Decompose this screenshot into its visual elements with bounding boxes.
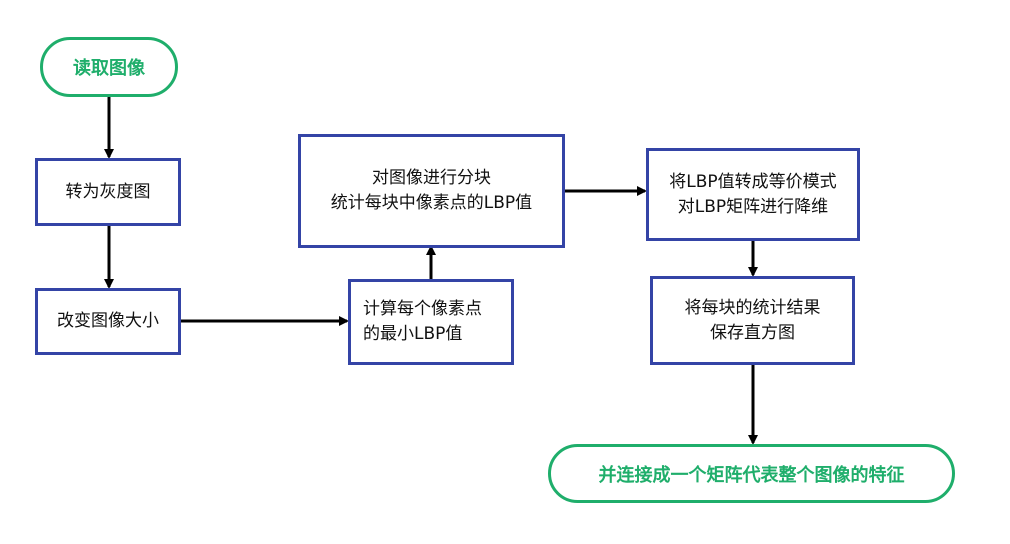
resize-label: 改变图像大小	[57, 311, 159, 332]
start-node: 读取图像	[40, 37, 178, 97]
save-histogram-line-2: 保存直方图	[710, 322, 795, 343]
equivalent-mode-line-1: 将LBP值转成等价模式	[669, 171, 837, 192]
end-node: 并连接成一个矩阵代表整个图像的特征	[548, 444, 955, 503]
grayscale-label: 转为灰度图	[65, 181, 151, 202]
compute-min-lbp-line-1: 计算每个像素点	[363, 299, 482, 320]
compute-min-lbp-step: 计算每个像素点 的最小LBP值	[348, 279, 514, 365]
end-label: 并连接成一个矩阵代表整个图像的特征	[598, 464, 905, 486]
block-stats-line-2: 统计每块中像素点的LBP值	[330, 193, 533, 213]
resize-step: 改变图像大小	[35, 288, 181, 355]
block-stats-step: 对图像进行分块 统计每块中像素点的LBP值	[298, 134, 565, 248]
grayscale-step: 转为灰度图	[35, 158, 181, 226]
start-label: 读取图像	[73, 58, 145, 79]
compute-min-lbp-line-2: 的最小LBP值	[363, 324, 463, 344]
equivalent-mode-step: 将LBP值转成等价模式 对LBP矩阵进行降维	[646, 148, 860, 241]
save-histogram-line-1: 将每块的统计结果	[684, 297, 821, 318]
save-histogram-step: 将每块的统计结果 保存直方图	[650, 276, 855, 365]
block-stats-line-1: 对图像进行分块	[372, 168, 491, 189]
equivalent-mode-line-2: 对LBP矩阵进行降维	[677, 196, 829, 217]
